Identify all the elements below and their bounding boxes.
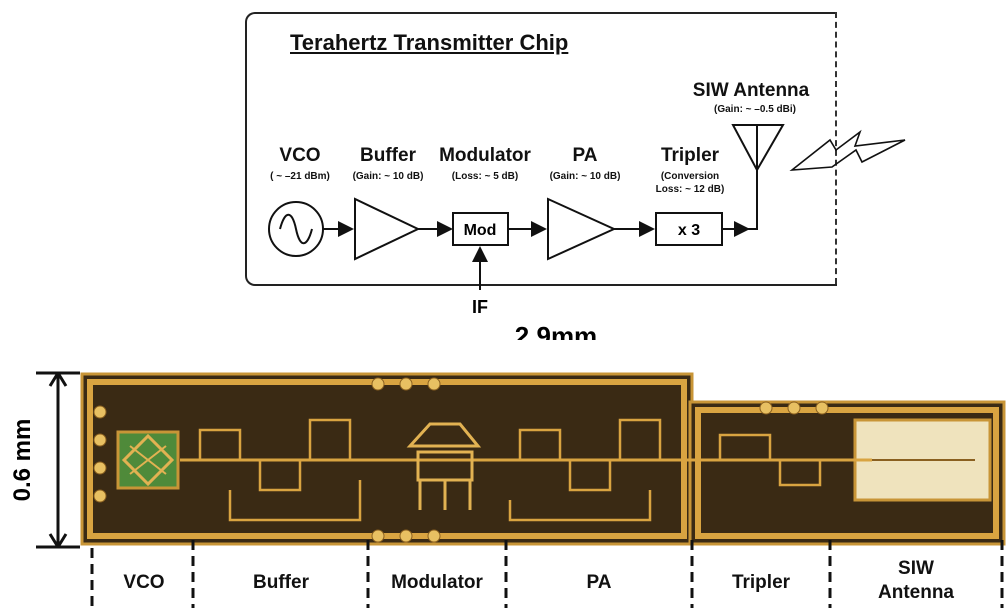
oscillator-icon [269,202,323,256]
section-pa: PA [506,572,692,594]
modulator-box-label: Mod [464,222,497,239]
buffer-amplifier-icon [355,199,418,259]
section-buffer: Buffer [196,572,366,594]
block-diagram-graphics: Mod IF x 3 2.9mm [0,0,1008,340]
tripler-box-label: x 3 [678,222,700,239]
if-label: IF [472,297,488,317]
section-antenna: Antenna [830,582,1002,604]
pa-amplifier-icon [548,199,614,259]
radiation-bolt-icon [792,132,905,170]
die-width-label: 2.9mm [515,321,597,340]
antenna-icon [733,125,783,170]
section-modulator: Modulator [368,572,506,594]
section-tripler: Tripler [692,572,830,594]
section-vco: VCO [95,572,193,594]
die-height-label: 0.6 mm [9,419,36,502]
section-siw: SIW [830,558,1002,580]
